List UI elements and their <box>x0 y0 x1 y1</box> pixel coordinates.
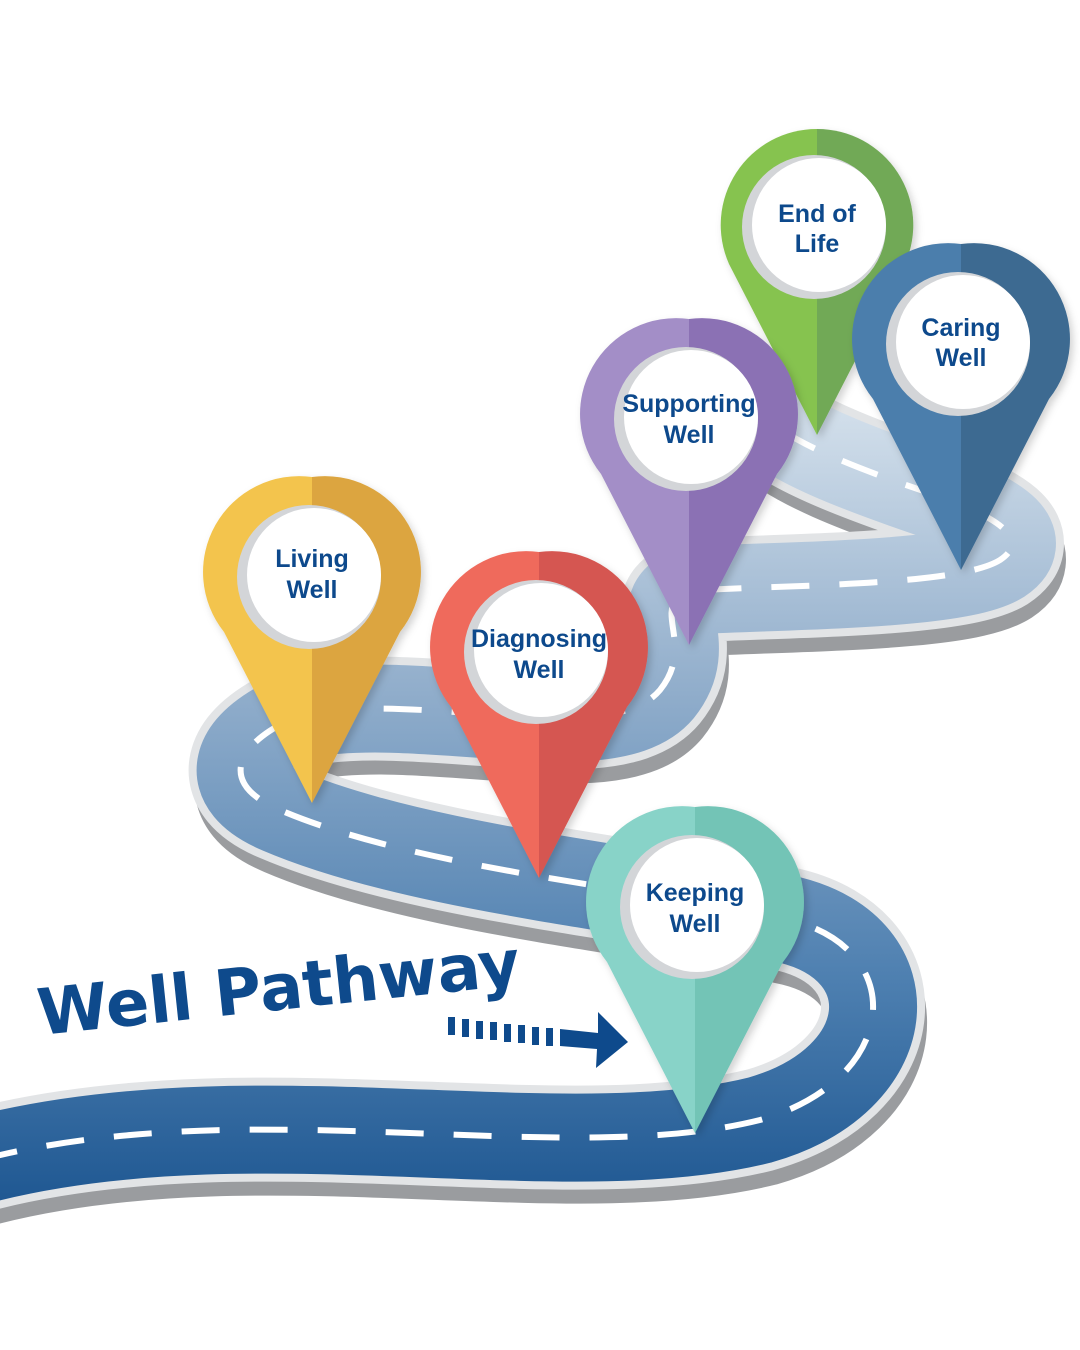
pin-label-circle <box>896 275 1030 409</box>
pin-label-circle <box>474 583 608 717</box>
pin-label-line1: Living <box>275 545 349 573</box>
pin-label-line2: Well <box>287 576 338 604</box>
pin-label-line1: Caring <box>921 314 1000 342</box>
arrow-head-icon <box>560 1012 628 1068</box>
pin-label-line1: Supporting <box>622 390 755 418</box>
pin-end-of-life: End of Life <box>720 128 914 435</box>
pin-label-circle <box>752 158 886 292</box>
pin-supporting-well: Supporting Well <box>580 318 798 645</box>
pin-label-line2: Well <box>670 910 721 938</box>
pin-label-line2: Well <box>936 344 987 372</box>
pin-label-circle <box>630 838 764 972</box>
pin-label-circle <box>624 350 758 484</box>
pin-label-line2: Well <box>514 656 565 684</box>
pin-keeping-well: Keeping Well <box>586 806 804 1133</box>
pin-label-line2: Life <box>795 230 840 258</box>
pin-label-line2: Well <box>664 421 715 449</box>
pin-diagnosing-well: Diagnosing Well <box>430 551 648 878</box>
pin-living-well: Living Well <box>203 476 421 803</box>
dotted-arrow <box>448 1012 628 1068</box>
pin-label-circle <box>247 508 381 642</box>
pin-caring-well: Caring Well <box>852 243 1070 570</box>
pin-label-line1: Diagnosing <box>471 625 607 653</box>
pin-label-line1: Keeping <box>646 879 745 907</box>
pin-label-line1: End of <box>778 200 856 228</box>
